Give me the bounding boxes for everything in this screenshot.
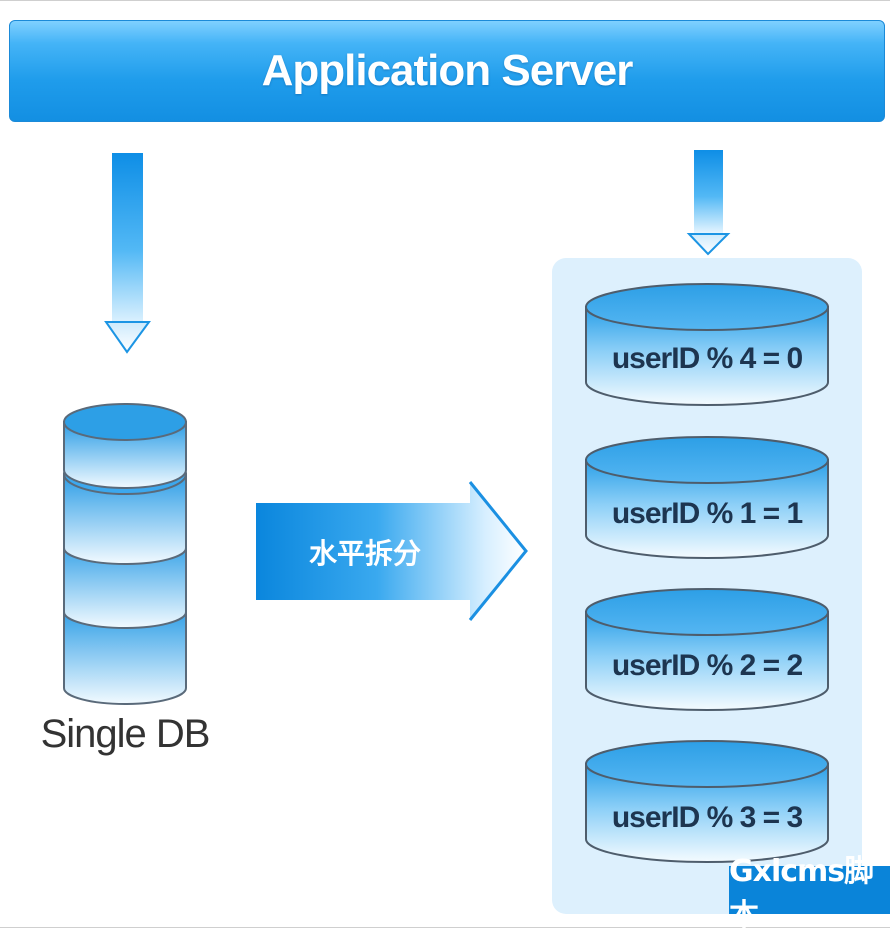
application-server-box: Application Server	[9, 20, 885, 122]
shard-cylinder-icon-2	[585, 588, 829, 711]
shard-cylinder-icon-0	[585, 283, 829, 406]
watermark-text: Gxlcms脚本	[729, 854, 874, 933]
shard-label-0: userID % 4 = 0	[611, 342, 803, 375]
down-arrow-icon-left	[104, 153, 151, 354]
shard-cylinder-icon-3	[585, 740, 829, 863]
shard-cylinder-icon-1	[585, 436, 829, 559]
shard-label-3: userID % 3 = 3	[611, 801, 803, 834]
watermark-badge: Gxlcms脚本	[729, 854, 890, 933]
horizontal-split-label: 水平拆分	[308, 537, 421, 570]
shard-label-1: userID % 1 = 1	[611, 497, 803, 530]
shard-label-2: userID % 2 = 2	[611, 649, 803, 682]
single-db-label: Single DB	[40, 712, 211, 756]
single-db-cylinder-icon	[63, 403, 187, 705]
application-server-title: Application Server	[261, 46, 634, 95]
split-right-arrow-icon	[256, 481, 528, 621]
down-arrow-icon-right	[686, 150, 731, 256]
